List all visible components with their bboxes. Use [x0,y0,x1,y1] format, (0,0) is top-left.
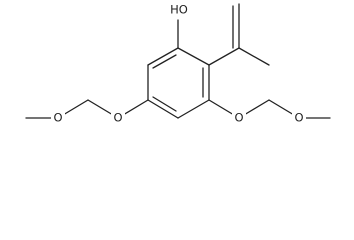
structure-diagram: HO O O O O [25,3,331,125]
hydroxyl-label: HO [170,3,188,17]
methyl-bond [238,47,270,66]
ring-bond-inner [152,96,177,112]
methoxy-oxygen-label: O [53,111,62,125]
bonds [25,3,331,119]
ring-bond [147,99,179,119]
ring-bond [177,99,210,119]
ether-oxygen-label: O [113,111,122,125]
acetyl-bond [208,47,240,66]
methoxy-oxygen-label: O [294,111,303,125]
atom-labels: HO O O O O [51,3,306,125]
ether-oxygen-label: O [234,111,243,125]
ring-bond [177,47,210,66]
ring-bond [147,47,179,66]
ring-bond-inner [152,54,177,69]
